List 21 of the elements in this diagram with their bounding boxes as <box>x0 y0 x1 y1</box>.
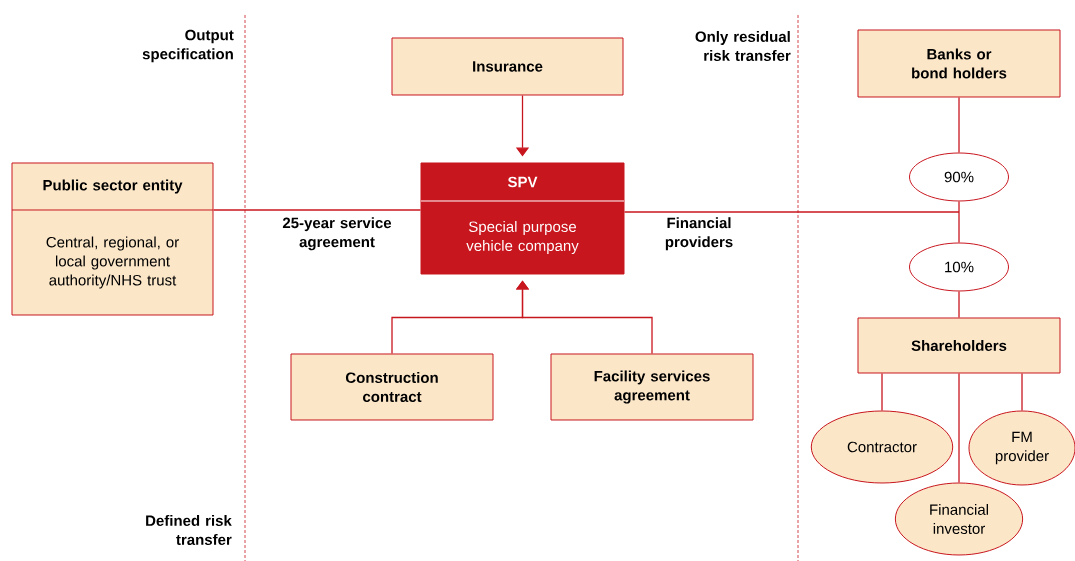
side-label: Defined risk transfer <box>146 515 232 545</box>
connector-line <box>212 209 422 211</box>
connector-line <box>958 372 960 484</box>
connector-line <box>881 372 883 412</box>
side-label: Output specification <box>142 29 234 63</box>
process-box: Construction contract <box>290 353 494 421</box>
connector-line <box>1021 372 1023 412</box>
connector-line <box>958 200 960 244</box>
arrow <box>515 280 653 355</box>
connector-line <box>958 290 960 319</box>
connector-line <box>958 96 960 154</box>
spv-box: SPV Special purpose vehicle company <box>420 162 625 275</box>
side-label: Only residual risk transfer <box>695 31 791 61</box>
process-box: Banks or bond holders <box>857 29 1061 98</box>
process-box: Shareholders <box>857 317 1061 374</box>
connector-line <box>623 211 960 213</box>
process-box: Insurance <box>391 37 624 96</box>
edge-label: Financial providers <box>665 217 733 251</box>
edge-label: 25-year service agreement <box>282 217 392 251</box>
process-box: Facility services agreement <box>550 353 754 421</box>
entity-box: Public sector entity Central, regional, or local government authority/NHS trust <box>11 162 214 316</box>
